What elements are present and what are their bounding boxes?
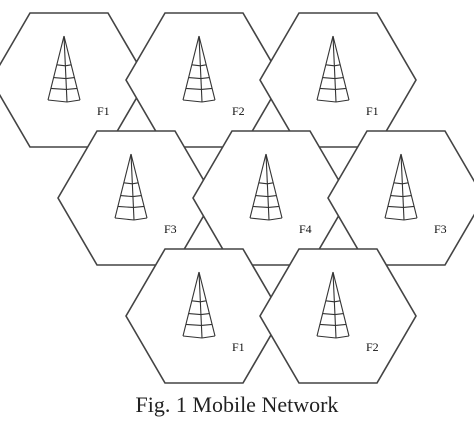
hexagon-cell [259,248,417,384]
cell-tower-icon [114,153,148,221]
cell-tower-icon [182,35,216,103]
hex-cell-bottom-right: F2 [259,248,417,384]
hexagon-cell [0,12,148,148]
cell-frequency-label: F3 [434,222,447,236]
hexagon-cell [192,130,350,266]
cell-tower-icon [249,153,283,221]
hex-cell-top-right: F1 [259,12,417,148]
cell-tower-icon [316,271,350,339]
cell-tower-icon [384,153,418,221]
cell-frequency-label: F1 [366,104,379,118]
cell-frequency-label: F2 [232,104,245,118]
hexagon-cell [125,12,283,148]
hexagon-cell [327,130,474,266]
cell-frequency-label: F4 [299,222,312,236]
hex-cell-middle-right: F3 [327,130,474,266]
figure-caption: Fig. 1 Mobile Network [135,392,339,417]
hex-cell-middle-left: F3 [57,130,215,266]
hex-cell-top-middle: F2 [125,12,283,148]
hex-cell-top-left: F1 [0,12,148,148]
cell-frequency-label: F1 [97,104,110,118]
hexagon-cell [125,248,283,384]
cell-tower-icon [182,271,216,339]
hex-cell-middle-center: F4 [192,130,350,266]
hex-cell-bottom-left: F1 [125,248,283,384]
cell-frequency-label: F1 [232,340,245,354]
cell-tower-icon [47,35,81,103]
cell-frequency-label: F3 [164,222,177,236]
hexagon-cell [57,130,215,266]
hexagon-cell [259,12,417,148]
cell-frequency-label: F2 [366,340,379,354]
cell-tower-icon [316,35,350,103]
